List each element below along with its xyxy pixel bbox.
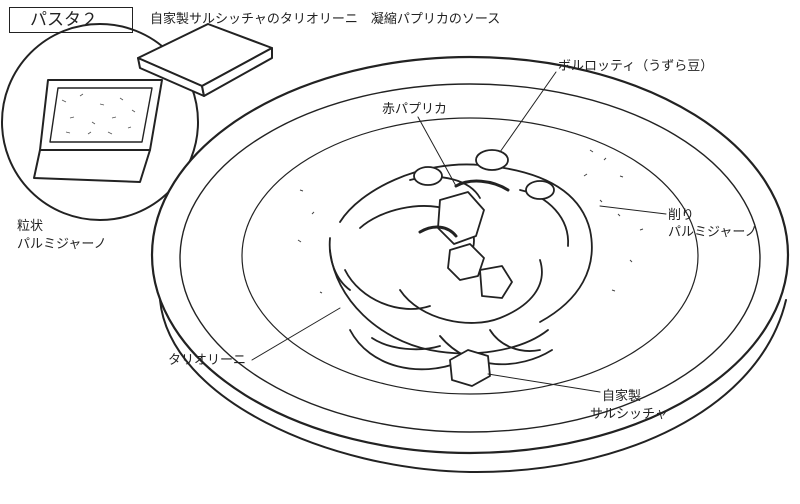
label-borlotti: ボルロッティ（うずら豆） [558, 59, 714, 74]
label-cheese-2: パルミジャーノ [17, 237, 107, 252]
leader-lines [251, 71, 667, 393]
pasta-nest [328, 149, 593, 387]
label-tagliolini: タリオリーニ [168, 353, 247, 368]
cheese-flecks [297, 149, 644, 294]
label-cheese-1: 粒状 [17, 219, 44, 234]
cheese-block [137, 23, 273, 97]
label-salsiccia-2: サルシッチャ [590, 407, 668, 422]
label-salsiccia-1: 自家製 [602, 389, 642, 404]
dish-subtitle: 自家製サルシッチャのタリオリーニ 凝縮パプリカのソース [150, 12, 501, 27]
page-title: パスタ２ [9, 7, 133, 33]
label-shaved-parm-1: 削り [668, 208, 695, 223]
label-shaved-parm-2: パルミジャーノ [668, 225, 758, 240]
label-paprika: 赤パプリカ [382, 102, 448, 117]
